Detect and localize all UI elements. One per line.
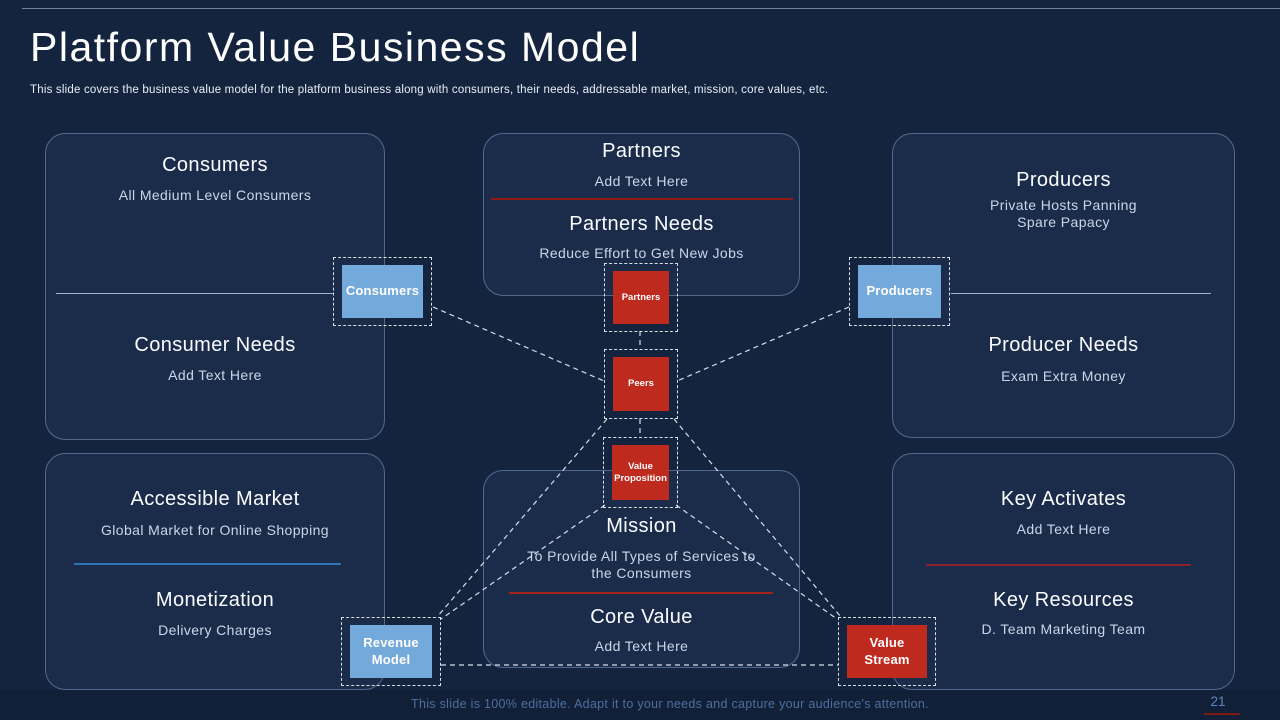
- mission-box: Mission To Provide All Types of Services…: [483, 470, 800, 668]
- producers-tag: Producers: [849, 257, 950, 326]
- accessible-market-box: Accessible Market Global Market for Onli…: [45, 453, 385, 690]
- partners-tag: Partners: [604, 263, 678, 332]
- consumers-tag: Consumers: [333, 257, 432, 326]
- accessible-market-heading: Accessible Market: [130, 488, 300, 510]
- consumer-needs-text: Add Text Here: [168, 367, 262, 383]
- key-resources-heading: Key Resources: [993, 589, 1134, 611]
- peers-tag: Peers: [604, 349, 678, 419]
- revenue-model-tag-label: Revenue Model: [350, 625, 432, 678]
- producers-heading: Producers: [1016, 169, 1111, 191]
- partners-text: Add Text Here: [594, 173, 689, 189]
- page-number-underline: [1204, 713, 1240, 715]
- partners-needs-text: Reduce Effort to Get New Jobs: [539, 245, 744, 261]
- partners-needs-heading: Partners Needs: [569, 213, 714, 235]
- monetization-text: Delivery Charges: [158, 622, 272, 638]
- revenue-model-tag: Revenue Model: [341, 617, 441, 686]
- partners-tag-label: Partners: [613, 271, 669, 324]
- producer-needs-heading: Producer Needs: [988, 334, 1139, 356]
- key-activates-text: Add Text Here: [1016, 521, 1111, 537]
- partners-heading: Partners: [602, 140, 681, 162]
- partners-box: Partners Add Text Here Partners Needs Re…: [483, 133, 800, 296]
- slide-subtitle: This slide covers the business value mod…: [30, 84, 829, 96]
- mission-divider: [509, 592, 773, 594]
- consumers-tag-label: Consumers: [342, 265, 423, 318]
- monetization-heading: Monetization: [155, 589, 275, 611]
- producers-text: Private Hosts Panning Spare Papacy: [990, 197, 1137, 230]
- slide-title: Platform Value Business Model: [30, 24, 641, 70]
- footer-note: This slide is 100% editable. Adapt it to…: [411, 697, 929, 711]
- accessible-market-divider: [74, 563, 341, 565]
- value-stream-tag-label: Value Stream: [847, 625, 927, 678]
- value-stream-tag: Value Stream: [838, 617, 936, 686]
- value-proposition-tag-label: Value Proposition: [612, 445, 669, 500]
- consumers-heading: Consumers: [162, 154, 268, 176]
- partners-divider: [491, 198, 793, 200]
- accessible-market-text: Global Market for Online Shopping: [101, 522, 329, 538]
- top-accent-line: [22, 8, 1280, 9]
- mission-heading: Mission: [606, 515, 677, 537]
- key-resources-text: D. Team Marketing Team: [981, 621, 1146, 637]
- key-activates-box: Key Activates Add Text Here Key Resource…: [892, 453, 1235, 690]
- core-value-text: Add Text Here: [594, 638, 689, 654]
- mission-text: To Provide All Types of Services to the …: [527, 548, 756, 581]
- value-proposition-tag: Value Proposition: [603, 437, 678, 508]
- footer-band: [0, 690, 1280, 720]
- consumers-box: Consumers All Medium Level Consumers Con…: [45, 133, 385, 440]
- producer-needs-text: Exam Extra Money: [1001, 368, 1126, 384]
- producers-divider: [951, 293, 1211, 294]
- consumers-text: All Medium Level Consumers: [118, 187, 312, 203]
- consumer-needs-heading: Consumer Needs: [134, 334, 296, 356]
- key-divider: [926, 564, 1191, 566]
- peers-tag-label: Peers: [613, 357, 669, 411]
- producers-tag-label: Producers: [858, 265, 941, 318]
- page-number: 21: [1210, 694, 1226, 709]
- core-value-heading: Core Value: [590, 606, 693, 628]
- key-activates-heading: Key Activates: [1000, 488, 1127, 510]
- consumers-divider: [56, 293, 334, 294]
